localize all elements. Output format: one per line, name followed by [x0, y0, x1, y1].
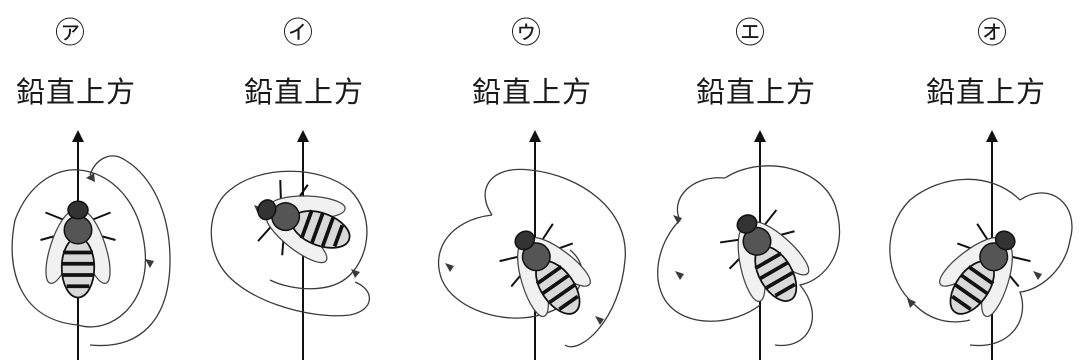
panel-label-c: 鉛直上方 — [472, 72, 592, 112]
panel-e: ㋔ 鉛直上方 — [870, 0, 1082, 363]
bee-icon — [488, 211, 606, 334]
panel-letter-d: ㋓ — [730, 14, 770, 54]
panel-d: ㋓ 鉛直上方 — [650, 0, 860, 363]
panel-letter-c: ㋒ — [506, 14, 546, 54]
panel-b-figure — [200, 120, 400, 360]
panel-a-figure — [0, 120, 210, 360]
panel-label-e: 鉛直上方 — [926, 72, 1046, 112]
panel-letter-a: ㋐ — [50, 14, 90, 54]
panel-label-d: 鉛直上方 — [696, 72, 816, 112]
bee-icon — [709, 197, 824, 319]
bee-icon — [923, 211, 1041, 334]
panel-a: ㋐ 鉛直上方 — [0, 0, 210, 363]
panel-label-b: 鉛直上方 — [244, 72, 364, 112]
panel-letter-e: ㋔ — [972, 14, 1012, 54]
panel-letter-b: ㋑ — [278, 14, 318, 54]
bee-icon — [39, 201, 116, 297]
panel-c: ㋒ 鉛直上方 — [430, 0, 640, 363]
panel-c-figure — [430, 120, 640, 360]
panel-d-figure — [650, 120, 860, 360]
panel-e-figure — [870, 120, 1082, 360]
panel-label-a: 鉛直上方 — [16, 72, 136, 112]
panel-b: ㋑ 鉛直上方 — [200, 0, 400, 363]
